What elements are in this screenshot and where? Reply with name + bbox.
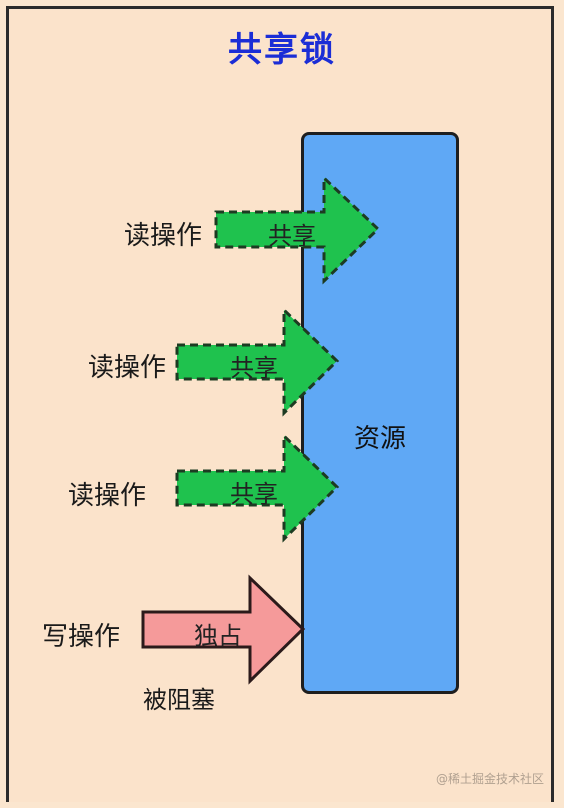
arrow-label-shared-2: 共享 bbox=[230, 354, 278, 382]
op-label-write: 写操作 bbox=[42, 622, 121, 652]
arrow-label-exclusive: 独占 bbox=[194, 622, 242, 650]
op-label-read-1: 读操作 bbox=[124, 221, 203, 251]
shared-arrow-1 bbox=[214, 174, 381, 285]
watermark: @稀土掘金技术社区 bbox=[435, 772, 544, 786]
op-label-read-2: 读操作 bbox=[88, 353, 167, 383]
shared-arrow-3 bbox=[175, 432, 340, 543]
arrow-label-shared-3: 共享 bbox=[230, 480, 278, 508]
blocked-label: 被阻塞 bbox=[143, 686, 215, 714]
diagram-title: 共享锁 bbox=[228, 30, 336, 70]
arrow-label-shared-1: 共享 bbox=[268, 222, 316, 250]
resource-label: 资源 bbox=[353, 424, 406, 454]
op-label-read-3: 读操作 bbox=[68, 481, 147, 511]
exclusive-arrow bbox=[141, 574, 306, 685]
resource-block bbox=[301, 132, 459, 694]
shared-arrow-2 bbox=[175, 306, 340, 417]
diagram-frame bbox=[6, 6, 554, 802]
